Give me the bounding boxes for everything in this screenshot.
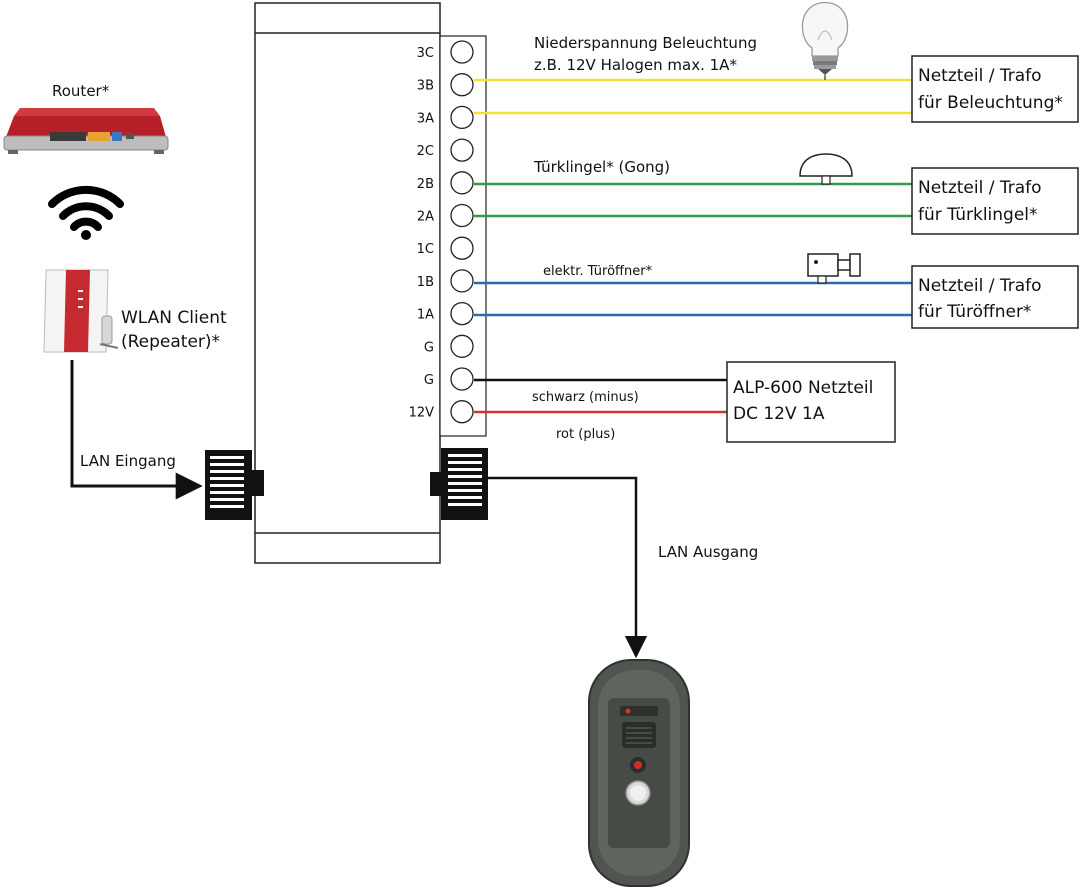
terminal-label: 1C [417, 242, 434, 257]
lan-input-cable [70, 360, 203, 500]
terminal-label: G [424, 373, 434, 388]
terminal-screw [450, 236, 474, 260]
terminal-screw [450, 105, 474, 130]
lan-output-port-icon [430, 448, 488, 520]
wlan-client-label: WLAN Client [121, 308, 227, 328]
terminal-label: 1A [417, 308, 434, 323]
doorbell-wires [474, 182, 912, 218]
terminal-labels: 3C 3B 3A 2C 2B 2A 1C 1B 1A G G 12V [409, 46, 435, 421]
terminal-label: 2B [417, 177, 434, 192]
terminal-screw [450, 400, 474, 424]
lighting-psu-line1: Netzteil / Trafo [918, 66, 1042, 86]
terminal-screw [450, 73, 474, 97]
terminal-label: G [424, 340, 434, 355]
lighting-psu-line2: für Beleuchtung* [918, 93, 1063, 113]
terminal-label: 3A [417, 111, 434, 126]
terminal-label: 3C [417, 46, 434, 61]
terminal-screw [450, 40, 474, 64]
door-opener-icon [807, 253, 861, 284]
door-opener-wires [474, 281, 912, 317]
terminal-label: 3B [417, 79, 434, 94]
main-psu-line2: DC 12V 1A [733, 404, 825, 424]
lan-input-label: LAN Eingang [80, 452, 176, 470]
terminal-label: 2A [417, 210, 434, 225]
terminal-screw [450, 203, 474, 228]
gong-icon [799, 153, 853, 185]
lighting-wires [474, 78, 912, 115]
terminal-screw [450, 269, 474, 293]
repeater-icon [43, 269, 119, 353]
doorbell-psu-line2: für Türklingel* [918, 205, 1038, 225]
door-station-icon [588, 659, 690, 887]
light-bulb-icon [801, 1, 849, 80]
red-wire-label: rot (plus) [556, 427, 615, 442]
module-body [254, 2, 487, 564]
lighting-sublabel: z.B. 12V Halogen max. 1A* [534, 56, 737, 74]
main-power-supply: ALP-600 Netzteil DC 12V 1A [726, 361, 896, 443]
lan-input-port-icon [205, 450, 264, 520]
terminal-screw [450, 334, 474, 358]
router-label: Router* [52, 82, 110, 100]
terminal-label: 12V [409, 406, 435, 421]
black-wire-label: schwarz (minus) [532, 390, 639, 405]
terminal-screw [450, 301, 474, 326]
main-psu-line1: ALP-600 Netzteil [733, 378, 873, 398]
terminal-screw [450, 171, 474, 195]
terminal-screw [450, 367, 474, 391]
terminal-screw [450, 138, 474, 162]
doorbell-psu-line1: Netzteil / Trafo [918, 178, 1042, 198]
doorbell-label: Türklingel* (Gong) [533, 158, 670, 176]
router-icon [3, 108, 169, 154]
door-opener-psu-line2: für Türöffner* [918, 302, 1031, 322]
lan-output-label: LAN Ausgang [658, 543, 758, 561]
door-opener-power-supply: Netzteil / Trafo für Türöffner* [911, 265, 1079, 329]
doorbell-power-supply: Netzteil / Trafo für Türklingel* [911, 167, 1079, 235]
lighting-label: Niederspannung Beleuchtung [534, 34, 757, 52]
lan-output-cable [488, 476, 648, 659]
wifi-icon [48, 185, 124, 240]
terminal-label: 1B [417, 275, 434, 290]
repeater-label: (Repeater)* [121, 332, 220, 352]
terminal-circles [450, 40, 474, 424]
door-opener-label: elektr. Türöffner* [543, 264, 653, 279]
terminal-label: 2C [417, 144, 434, 159]
door-opener-psu-line1: Netzteil / Trafo [918, 276, 1042, 296]
lighting-power-supply: Netzteil / Trafo für Beleuchtung* [911, 55, 1079, 123]
